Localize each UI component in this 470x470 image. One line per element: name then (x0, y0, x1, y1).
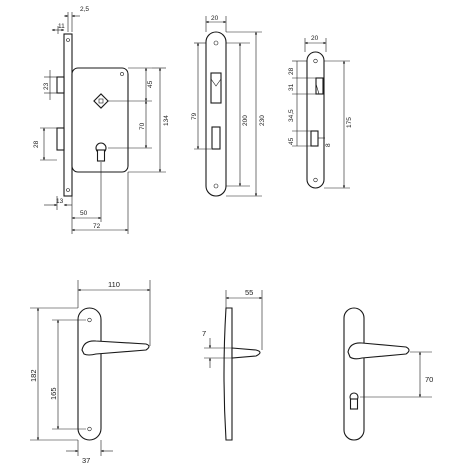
strike-plate-drawing: 20 28 31 34,5 45 8 175 (288, 35, 353, 189)
handle-plate-drawing: 110 182 165 37 (29, 280, 151, 465)
key-backplate (343, 307, 365, 441)
handle-side-drawing: 55 7 (202, 288, 263, 441)
dim-key-spacing-label: 70 (139, 122, 146, 130)
forend-screw-top (66, 38, 70, 42)
dim-key-spacing-label: 70 (425, 375, 433, 384)
dim-height-label: 134 (163, 115, 170, 126)
faceplate-screw-bottom (213, 183, 219, 189)
dim-strike-lower-label: 45 (288, 137, 295, 145)
dim-follower-label: 45 (147, 80, 154, 88)
handle-key-drawing: 70 (343, 307, 433, 441)
faceplate-latch-opening (210, 72, 222, 104)
dim-strike-total-label: 175 (346, 117, 353, 128)
key-handle-lever (347, 342, 410, 360)
keyhole-slot (96, 149, 106, 162)
handle-lever (81, 340, 150, 356)
key-cylinder-slot (349, 398, 359, 410)
latch-chamfer (210, 78, 222, 87)
follower-hole (98, 98, 104, 104)
dim-strike-width-label: 20 (311, 35, 319, 42)
lock-body-drawing: 2,5 11 23 45 70 134 28 13 (33, 6, 170, 234)
backplate-screw-top (87, 317, 92, 323)
dim-backset-label: 50 (80, 210, 88, 217)
lock-forend (63, 33, 73, 197)
dim-strike-gap-label: 34,5 (288, 109, 295, 122)
dim-side-projection-label: 55 (245, 288, 253, 297)
dim-width-label: 72 (93, 223, 101, 230)
faceplate-bolt-opening (211, 126, 221, 150)
dim-cylinder-label: 28 (33, 140, 40, 148)
dim-strike-top-label: 28 (288, 67, 295, 75)
follower-square (93, 93, 109, 109)
dim-faceplate-width-label: 20 (211, 15, 219, 22)
dim-faceplate-upper-label: 79 (191, 112, 198, 120)
strike-ramp (315, 83, 320, 95)
dim-faceplate-total-label: 230 (259, 115, 266, 126)
dim-faceplate-label: 11 (58, 23, 65, 30)
dim-lever-label: 110 (108, 280, 120, 289)
case-screw (120, 72, 124, 76)
lock-case (71, 67, 129, 173)
strike-bolt-cutout (310, 130, 319, 147)
forend-screw-bottom (66, 188, 70, 192)
handle-backplate (77, 307, 102, 441)
strike-outline (306, 51, 325, 189)
dim-side-thickness-label: 7 (202, 329, 206, 338)
strike-latch-cutout (315, 77, 324, 95)
faceplate-screw-top (213, 40, 219, 46)
dim-strike-offset-label: 8 (325, 143, 332, 147)
dead-bolt (56, 127, 65, 151)
dim-plate-center-label: 165 (49, 387, 58, 400)
strike-screw-bottom (313, 177, 318, 183)
backplate-screw-bottom (87, 426, 92, 432)
dim-plate-height-label: 182 (29, 369, 38, 382)
strike-screw-top (313, 58, 318, 64)
dim-latch-label: 23 (43, 82, 50, 90)
dim-plate-width-label: 37 (82, 456, 90, 465)
dim-strike-middle-label: 31 (288, 83, 295, 91)
dim-bottom-label: 13 (56, 198, 64, 205)
faceplate-drawing: 20 79 200 230 (191, 15, 266, 197)
faceplate-outline (205, 31, 227, 197)
dim-thickness-label: 2,5 (80, 6, 89, 13)
side-backplate (223, 307, 233, 441)
dim-faceplate-inner-label: 200 (242, 115, 249, 126)
side-lever (231, 347, 261, 359)
latch-bolt (56, 76, 65, 94)
